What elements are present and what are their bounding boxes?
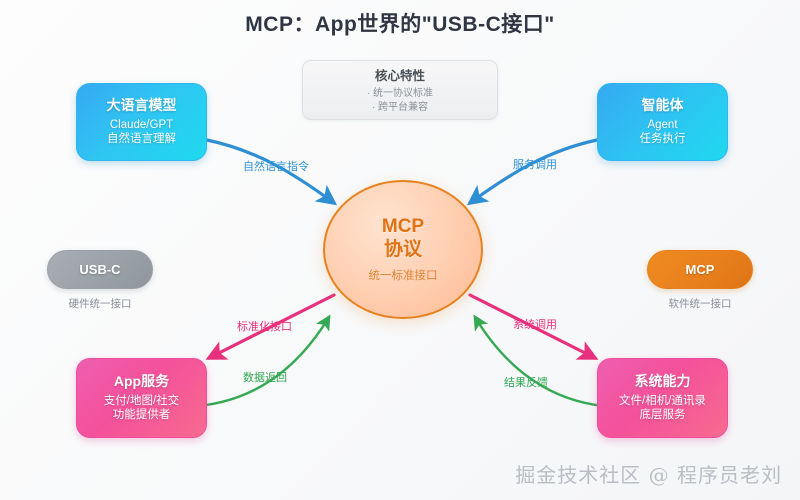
- pill-mcp[interactable]: MCP: [647, 250, 753, 289]
- core-features-card: 核心特性 · 统一协议标准 · 跨平台兼容: [302, 60, 498, 120]
- pill-usbc-group: USB-C 硬件统一接口: [47, 250, 153, 311]
- node-app-service-sub1: 支付/地图/社交: [103, 394, 180, 407]
- edge-label-result-feedback: 结果反馈: [504, 377, 548, 389]
- edge-path-svc: [466, 138, 599, 206]
- node-agent[interactable]: 智能体 Agent 任务执行: [597, 83, 728, 161]
- node-agent-sub2: 任务执行: [639, 133, 686, 146]
- core-features-title: 核心特性: [374, 68, 425, 83]
- watermark: 掘金技术社区 @ 程序员老刘: [515, 463, 782, 487]
- node-agent-sub1: Agent: [647, 118, 678, 131]
- edge-label-system-call: 系统调用: [513, 319, 557, 331]
- node-agent-title: 智能体: [641, 97, 684, 114]
- edge-label-service-call: 服务调用: [513, 159, 557, 171]
- node-system-capability-sub2: 底层服务: [639, 409, 686, 422]
- pill-mcp-caption: 软件统一接口: [668, 298, 732, 310]
- core-features-item: · 统一协议标准: [366, 87, 434, 99]
- center-subtitle: 统一标准接口: [368, 269, 438, 282]
- pill-usbc[interactable]: USB-C: [47, 250, 153, 289]
- edge-path-result: [473, 314, 606, 408]
- edge-path-syscall: [468, 293, 599, 360]
- node-app-service-sub2: 功能提供者: [112, 409, 171, 422]
- center-line-2: 协议: [383, 238, 422, 260]
- page-title: MCP：App世界的"USB-C接口": [245, 13, 555, 36]
- edge-path-data: [196, 314, 331, 408]
- pill-usbc-caption: 硬件统一接口: [68, 298, 132, 310]
- node-system-capability-sub1: 文件/相机/通讯录: [619, 394, 706, 407]
- node-system-capability-title: 系统能力: [634, 373, 691, 390]
- node-llm-sub2: 自然语言理解: [107, 133, 176, 146]
- core-features-item: · 跨平台兼容: [371, 102, 429, 113]
- node-llm[interactable]: 大语言模型 Claude/GPT 自然语言理解: [76, 83, 207, 161]
- node-llm-sub1: Claude/GPT: [109, 118, 174, 131]
- center-line-1: MCP: [381, 216, 425, 238]
- node-system-capability[interactable]: 系统能力 文件/相机/通讯录 底层服务: [597, 358, 728, 438]
- edge-path-nl: [205, 138, 338, 206]
- node-llm-title: 大语言模型: [106, 97, 177, 114]
- pill-mcp-group: MCP 软件统一接口: [647, 250, 753, 311]
- node-mcp-protocol[interactable]: MCP 协议 统一标准接口: [323, 180, 483, 319]
- edge-label-natural-language: 自然语言指令: [243, 161, 309, 173]
- edge-label-data-return: 数据返回: [243, 372, 287, 384]
- node-app-service-title: App服务: [113, 373, 170, 390]
- edge-path-std: [205, 293, 336, 360]
- edge-label-standard-interface: 标准化接口: [237, 321, 292, 333]
- node-app-service[interactable]: App服务 支付/地图/社交 功能提供者: [76, 358, 207, 438]
